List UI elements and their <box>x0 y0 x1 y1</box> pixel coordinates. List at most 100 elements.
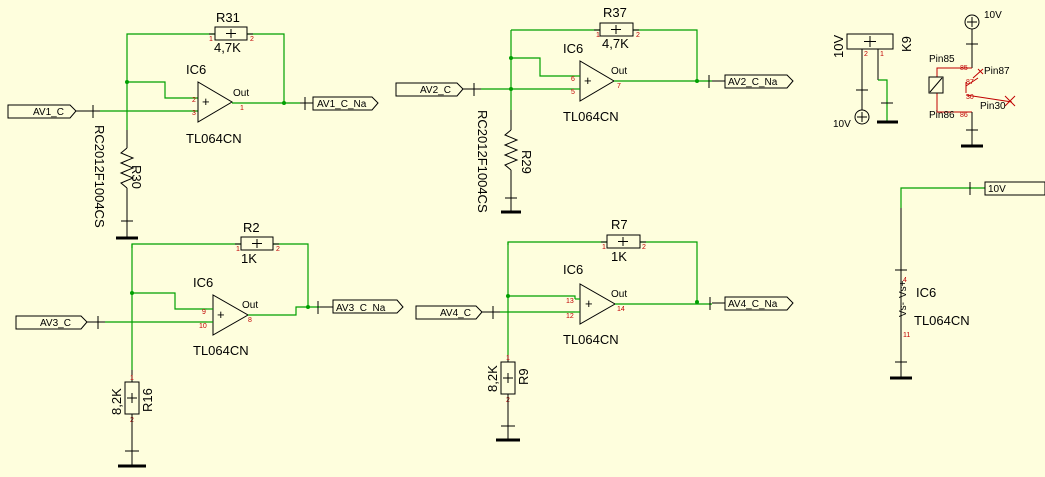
net-port-10v[interactable] <box>984 181 1045 196</box>
output-label-av3: AV3_C_Na <box>336 303 386 314</box>
output-port-av3[interactable] <box>332 299 404 314</box>
opamp-ic-label: IC6 <box>563 41 583 56</box>
opamp-part-label: TL064CN <box>563 332 619 347</box>
r37-name: R37 <box>603 5 627 20</box>
input-label-av1: AV1_C <box>33 107 64 118</box>
svg-text:1: 1 <box>240 105 244 112</box>
svg-text:1: 1 <box>209 36 213 43</box>
input-label-av3: AV3_C <box>40 318 71 329</box>
svg-text:1: 1 <box>130 375 134 382</box>
stage-2: AV2_C 1 2 R37 4,7K + 6 5 7 Out IC6 TL064… <box>395 5 794 214</box>
svg-text:2: 2 <box>250 36 254 43</box>
input-port-av2[interactable] <box>395 82 464 97</box>
stage-4: AV4_C 1 2 R7 1K + 13 12 14 Out IC6 TL064… <box>415 217 794 442</box>
input-label-av4: AV4_C <box>440 308 471 319</box>
r9-name: R9 <box>516 368 531 385</box>
svg-text:2: 2 <box>192 97 196 104</box>
opamp-part-label: TL064CN <box>186 131 242 146</box>
svg-text:1: 1 <box>596 32 600 39</box>
relay-pin86-label: Pin86 <box>929 110 955 121</box>
supply-symbol <box>854 109 870 125</box>
opamp-ic-label: IC6 <box>186 62 206 77</box>
svg-text:5: 5 <box>571 89 575 96</box>
opamp-part-label: TL064CN <box>193 343 249 358</box>
svg-text:3: 3 <box>192 110 196 117</box>
r30-name: R30 <box>129 165 144 189</box>
input-port-av4[interactable] <box>415 305 483 320</box>
svg-text:14: 14 <box>617 306 625 313</box>
r16-value: 8,2K <box>109 388 124 415</box>
k9-name: K9 <box>899 36 914 52</box>
opamp-part-label: TL064CN <box>563 109 619 124</box>
r2-name: R2 <box>243 220 260 235</box>
r29-name: R29 <box>519 150 534 174</box>
opamp-ic6d[interactable] <box>579 283 617 325</box>
svg-text:2: 2 <box>642 244 646 251</box>
svg-text:12: 12 <box>566 313 574 320</box>
r2-value: 1K <box>241 251 257 266</box>
svg-text:13: 13 <box>566 298 574 305</box>
output-label-av2: AV2_C_Na <box>728 77 778 88</box>
output-label-av4: AV4_C_Na <box>728 299 778 310</box>
connector-k9: K9 10V 2 1 10V <box>831 33 914 130</box>
svg-text:87: 87 <box>966 79 974 86</box>
relay-pin30-label: Pin30 <box>980 101 1006 112</box>
r37-value: 4,7K <box>602 36 629 51</box>
svg-text:86: 86 <box>960 112 968 119</box>
svg-text:9: 9 <box>202 309 206 316</box>
output-port-av2[interactable] <box>724 74 794 89</box>
relay-pin87-label: Pin87 <box>984 66 1010 77</box>
svg-text:8: 8 <box>248 317 252 324</box>
svg-text:85: 85 <box>960 65 968 72</box>
r30-value: RC2012F1004CS <box>92 125 107 228</box>
svg-text:7: 7 <box>617 83 621 90</box>
svg-text:4: 4 <box>903 277 907 284</box>
resistor-r29[interactable] <box>503 129 519 171</box>
output-label-av1: AV1_C_Na <box>317 99 367 110</box>
output-port-av4[interactable] <box>724 296 794 311</box>
power-ic-label: IC6 <box>916 285 936 300</box>
opamp-ic-label: IC6 <box>563 262 583 277</box>
input-port-av3[interactable] <box>15 315 88 330</box>
svg-text:+: + <box>585 296 593 311</box>
input-port-av1[interactable] <box>7 104 77 119</box>
r29-value: RC2012F1004CS <box>475 110 490 213</box>
svg-text:1: 1 <box>880 51 884 58</box>
r9-value: 8,2K <box>485 365 500 392</box>
svg-text:1: 1 <box>236 246 240 253</box>
vs-plus-label: Vs+ <box>898 280 909 298</box>
k9-supply-label: 10V <box>833 119 851 130</box>
svg-text:2: 2 <box>636 32 640 39</box>
stage-3: AV3_C 1 2 R2 1K + 9 10 8 Out IC6 TL064CN… <box>15 220 404 468</box>
svg-text:Out: Out <box>233 88 249 99</box>
svg-text:+: + <box>584 73 592 88</box>
stage-1: AV1_C 1 2 R31 4,7K + 2 3 1 Out IC6 TL064… <box>7 10 379 240</box>
svg-text:+: + <box>202 94 210 109</box>
svg-text:2: 2 <box>864 51 868 58</box>
svg-text:Out: Out <box>611 66 627 77</box>
r31-name: R31 <box>216 10 240 25</box>
svg-text:11: 11 <box>903 332 910 339</box>
svg-text:2: 2 <box>276 246 280 253</box>
opamp-ic6a[interactable] <box>197 81 233 123</box>
r16-name: R16 <box>140 388 155 412</box>
opamp-ic-label: IC6 <box>193 275 213 290</box>
k9-voltage-label: 10V <box>831 35 846 58</box>
opamp-ic6c[interactable] <box>212 294 250 336</box>
svg-text:1: 1 <box>506 355 510 362</box>
relay-pin85-label: Pin85 <box>929 54 955 65</box>
svg-text:10: 10 <box>199 323 207 330</box>
svg-text:Out: Out <box>242 300 258 311</box>
vs-minus-label: Vs- <box>898 302 909 317</box>
svg-text:6: 6 <box>571 76 575 83</box>
opamp-ic6b[interactable] <box>579 60 615 102</box>
r7-value: 1K <box>611 249 627 264</box>
input-label-av2: AV2_C <box>420 85 451 96</box>
relay-supply-label: 10V <box>984 10 1002 21</box>
output-port-av1[interactable] <box>312 96 379 111</box>
r7-name: R7 <box>611 217 628 232</box>
svg-text:30: 30 <box>966 94 974 101</box>
resistor-r30[interactable] <box>119 147 135 189</box>
net-label-10v: 10V <box>988 184 1006 195</box>
